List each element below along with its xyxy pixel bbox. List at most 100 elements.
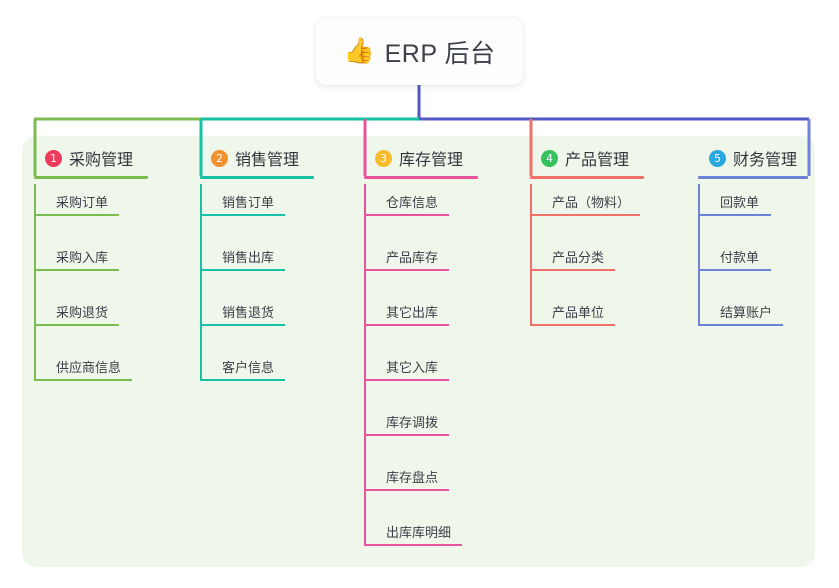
branch-item[interactable]: 库存调拨 xyxy=(364,404,463,459)
branch-item[interactable]: 销售退货 xyxy=(200,294,299,349)
branch-item-underline xyxy=(530,324,615,326)
branch-spine xyxy=(698,184,700,326)
branch-item-label: 产品单位 xyxy=(552,305,605,320)
branch-column-5: 5 财务管理回款单付款单结算账户 xyxy=(698,146,808,349)
branch-item-label: 销售出库 xyxy=(222,250,275,265)
branch-header-underline xyxy=(698,176,808,179)
branch-title: 财务管理 xyxy=(733,152,798,169)
branch-item[interactable]: 销售订单 xyxy=(200,184,299,239)
branch-number-badge: 1 xyxy=(45,149,62,167)
branch-item[interactable]: 采购入库 xyxy=(34,239,133,294)
branch-spine xyxy=(34,184,36,381)
branch-header-3[interactable]: 3 库存管理 xyxy=(364,146,478,179)
root-title: ERP 后台 xyxy=(384,39,496,68)
root-node[interactable]: 👍 ERP 后台 xyxy=(316,18,523,85)
branch-item-underline xyxy=(698,214,771,216)
branch-item-label: 产品库存 xyxy=(386,250,439,265)
branch-item-label: 采购订单 xyxy=(56,195,109,210)
branch-item-list: 产品（物料） 产品分类产品单位 xyxy=(530,184,640,349)
branch-item[interactable]: 产品（物料） xyxy=(530,184,640,239)
branch-header-1[interactable]: 1 采购管理 xyxy=(34,146,148,179)
branch-title: 采购管理 xyxy=(69,152,134,169)
branch-spine xyxy=(364,184,366,546)
branch-item-underline xyxy=(200,214,285,216)
branch-item[interactable]: 采购退货 xyxy=(34,294,133,349)
branch-item-list: 采购订单采购入库采购退货供应商信息 xyxy=(34,184,133,404)
branch-item-label: 销售退货 xyxy=(222,305,275,320)
branch-item-list: 仓库信息产品库存其它出库其它入库库存调拨库存盘点出库库明细 xyxy=(364,184,463,569)
branch-header-underline xyxy=(34,176,148,179)
branch-title: 销售管理 xyxy=(235,152,300,169)
branch-item-label: 产品分类 xyxy=(552,250,605,265)
branch-item-label: 仓库信息 xyxy=(386,195,439,210)
branch-item[interactable]: 产品库存 xyxy=(364,239,463,294)
branch-item-underline xyxy=(34,379,132,381)
branch-header-underline xyxy=(530,176,644,179)
branch-item-label: 结算账户 xyxy=(720,305,773,320)
branch-item[interactable]: 出库库明细 xyxy=(364,514,463,569)
branch-item[interactable]: 供应商信息 xyxy=(34,349,133,404)
branch-item[interactable]: 销售出库 xyxy=(200,239,299,294)
branch-item[interactable]: 付款单 xyxy=(698,239,797,294)
branch-item-label: 采购入库 xyxy=(56,250,109,265)
branch-spine xyxy=(200,184,202,381)
branch-title: 库存管理 xyxy=(399,152,464,169)
branch-header-underline xyxy=(364,176,478,179)
thumbs-up-icon: 👍 xyxy=(343,37,375,65)
branch-header-2[interactable]: 2 销售管理 xyxy=(200,146,314,179)
branch-item-list: 回款单付款单结算账户 xyxy=(698,184,797,349)
branch-item-underline xyxy=(200,379,285,381)
branch-item-underline xyxy=(530,214,640,216)
branch-header-5[interactable]: 5 财务管理 xyxy=(698,146,808,179)
branch-item-underline xyxy=(698,324,783,326)
branch-item-label: 客户信息 xyxy=(222,360,275,375)
branch-item-underline xyxy=(364,269,449,271)
branch-item-underline xyxy=(364,379,449,381)
branch-item-label: 其它入库 xyxy=(386,360,439,375)
branch-item-label: 销售订单 xyxy=(222,195,275,210)
branch-item[interactable]: 其它入库 xyxy=(364,349,463,404)
branch-item[interactable]: 产品分类 xyxy=(530,239,629,294)
branch-item-underline xyxy=(364,324,449,326)
branch-item-underline xyxy=(698,269,771,271)
branch-spine xyxy=(530,184,532,326)
branch-item-label: 其它出库 xyxy=(386,305,439,320)
branch-item-underline xyxy=(34,214,119,216)
branch-item[interactable]: 产品单位 xyxy=(530,294,629,349)
branch-number-badge: 4 xyxy=(541,149,558,167)
branch-item-label: 产品（物料） xyxy=(552,195,631,210)
branch-item-list: 销售订单销售出库销售退货客户信息 xyxy=(200,184,299,404)
branch-column-4: 4 产品管理产品（物料） 产品分类产品单位 xyxy=(530,146,644,349)
branch-number-badge: 3 xyxy=(375,149,392,167)
branch-item-underline xyxy=(364,544,462,546)
branch-item-underline xyxy=(200,324,285,326)
branch-item[interactable]: 仓库信息 xyxy=(364,184,463,239)
branch-item[interactable]: 结算账户 xyxy=(698,294,797,349)
branch-item-label: 采购退货 xyxy=(56,305,109,320)
branch-item[interactable]: 采购订单 xyxy=(34,184,133,239)
branch-column-2: 2 销售管理销售订单销售出库销售退货客户信息 xyxy=(200,146,314,404)
branch-item-underline xyxy=(364,434,449,436)
branch-item-label: 回款单 xyxy=(720,195,760,210)
branch-item-underline xyxy=(34,269,119,271)
branch-item-underline xyxy=(200,269,285,271)
branch-item[interactable]: 客户信息 xyxy=(200,349,299,404)
branch-item[interactable]: 库存盘点 xyxy=(364,459,463,514)
branch-item-label: 付款单 xyxy=(720,250,760,265)
branch-title: 产品管理 xyxy=(565,152,630,169)
branch-column-1: 1 采购管理采购订单采购入库采购退货供应商信息 xyxy=(34,146,148,404)
branch-item-label: 库存调拨 xyxy=(386,415,439,430)
branch-item-label: 供应商信息 xyxy=(56,360,122,375)
branch-number-badge: 2 xyxy=(211,149,228,167)
branch-item[interactable]: 其它出库 xyxy=(364,294,463,349)
branch-column-3: 3 库存管理仓库信息产品库存其它出库其它入库库存调拨库存盘点出库库明细 xyxy=(364,146,478,569)
branch-background-panel xyxy=(22,136,815,567)
branch-item-underline xyxy=(34,324,119,326)
branch-item-label: 出库库明细 xyxy=(386,525,452,540)
branch-header-4[interactable]: 4 产品管理 xyxy=(530,146,644,179)
branch-number-badge: 5 xyxy=(709,149,726,167)
branch-item[interactable]: 回款单 xyxy=(698,184,797,239)
branch-header-underline xyxy=(200,176,314,179)
